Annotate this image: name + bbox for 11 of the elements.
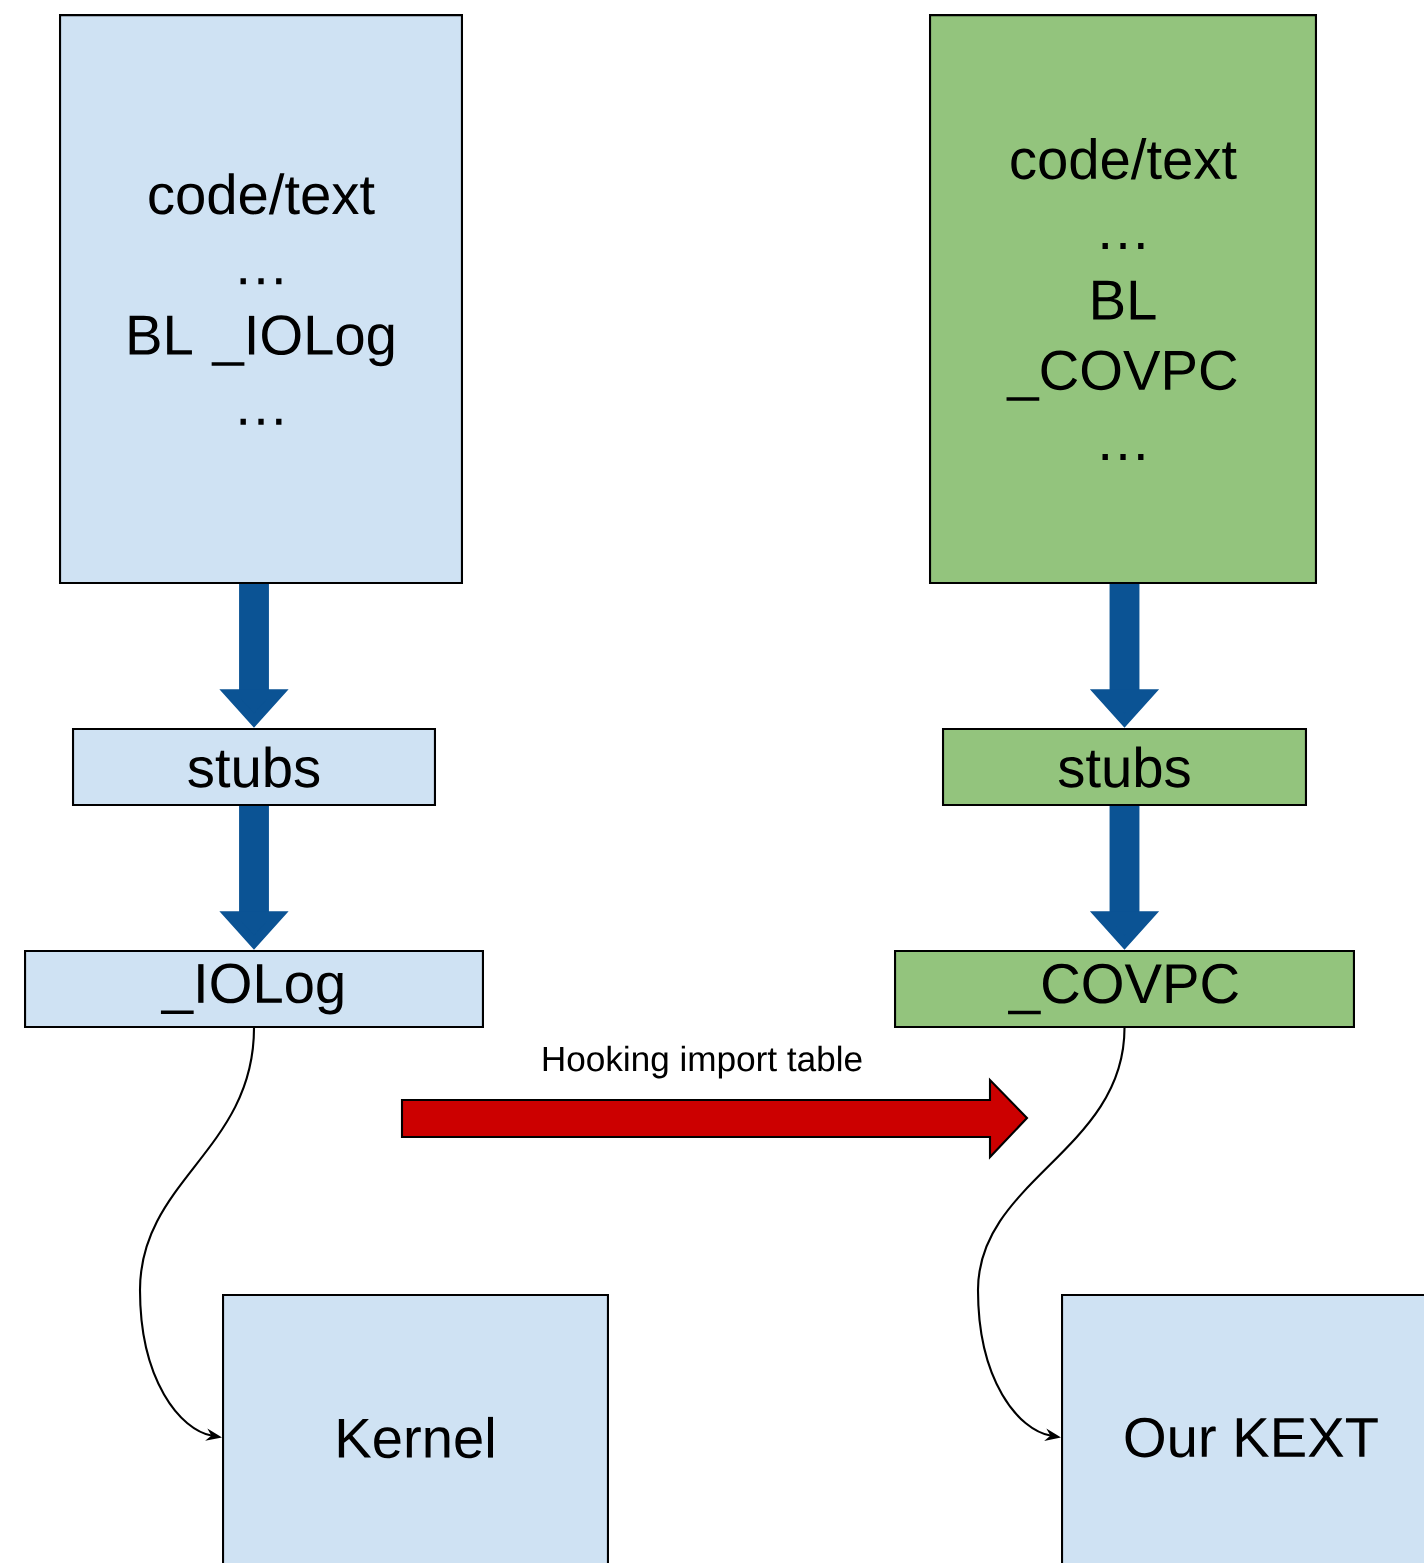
stubs-box: stubs (71, 727, 436, 807)
extension-box: Our KEXT (1060, 1294, 1424, 1563)
code-box: code/text … BL _IOLog … (59, 14, 463, 584)
function-box: _IOLog (24, 949, 484, 1029)
annotation-text: Hooking import table (543, 1045, 862, 1079)
curved-arrow (976, 1027, 1126, 1441)
code-box: code/text … BL _COVPC … (929, 14, 1317, 584)
kernel-box: Kernel (222, 1294, 609, 1563)
stubs-box: stubs (941, 727, 1307, 807)
curved-arrow (138, 1027, 256, 1441)
function-box: _COVPC (894, 949, 1355, 1029)
